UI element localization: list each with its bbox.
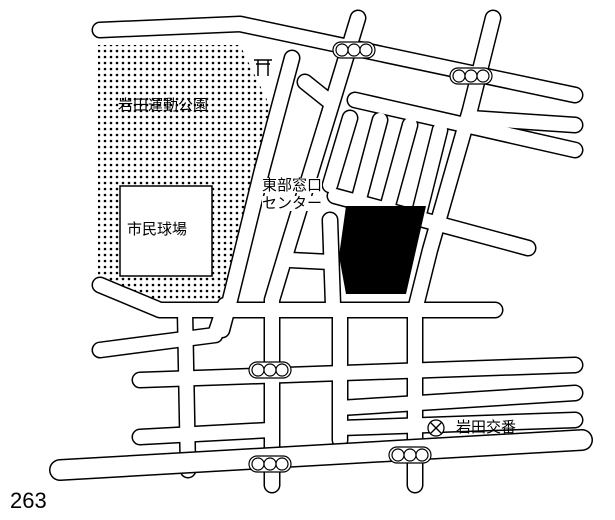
police-box-label: 岩田交番 — [456, 418, 517, 436]
traffic-light-icon — [248, 455, 292, 473]
center-label-line1: 東部窓口 — [262, 176, 323, 194]
traffic-light-icon — [449, 67, 493, 85]
stadium-label: 市民球場 — [127, 220, 188, 238]
traffic-light-icon — [332, 41, 376, 59]
page-number: 263 — [10, 488, 47, 513]
park-label: 岩田運動公園 — [118, 96, 209, 114]
police-box-icon — [427, 419, 445, 437]
torii-shrine-icon — [254, 59, 272, 76]
traffic-lights — [248, 41, 493, 473]
stadium — [119, 185, 213, 277]
traffic-light-icon — [248, 361, 292, 379]
traffic-light-icon — [388, 446, 432, 464]
center-label-line2: センター — [262, 194, 323, 212]
east-office-center-building — [339, 206, 426, 294]
